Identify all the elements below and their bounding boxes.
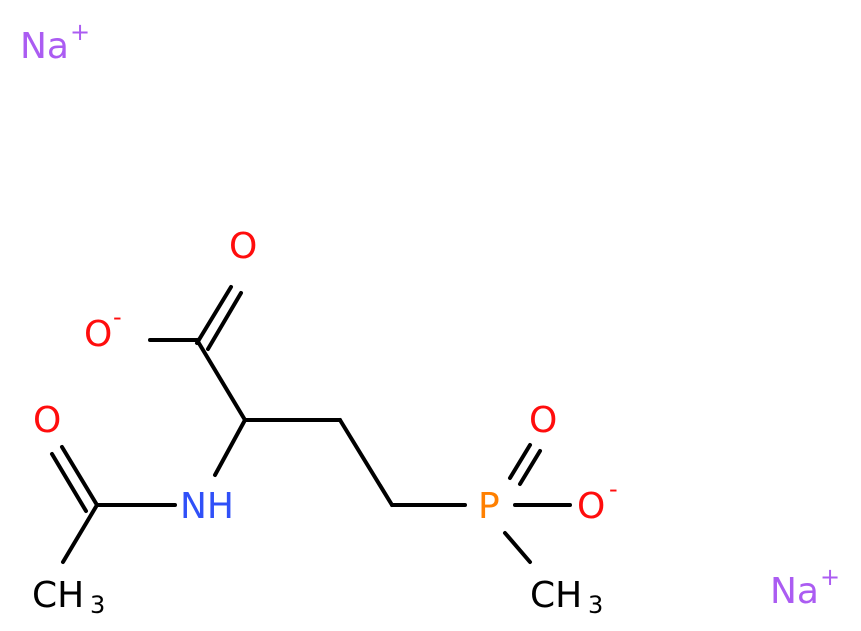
bond-amide-double-2 <box>50 452 88 513</box>
nitrogen-nh-label: NH <box>180 486 234 527</box>
methyl-p-label: CH <box>530 575 582 616</box>
sodium-charge-bottom: + <box>820 563 840 591</box>
phosphorus-label: P <box>478 486 500 527</box>
oxygen-phosphinate-charge: - <box>609 475 618 503</box>
oxygen-carboxylate-label: O <box>84 314 112 355</box>
oxygen-carboxylate-charge: - <box>113 303 122 331</box>
oxygen-phosphinyl-label: O <box>529 400 557 441</box>
methyl-p-subscript: 3 <box>588 591 603 619</box>
oxygen-carbonyl-label: O <box>229 226 257 267</box>
bond-acyl-ch3 <box>61 503 99 564</box>
bond-ch2-ch2 <box>338 418 394 507</box>
bond-p-o-double-1 <box>508 443 532 480</box>
bond-c-o-double-2 <box>206 291 243 351</box>
oxygen-amide-label: O <box>33 400 61 441</box>
bond-amide-double-1 <box>60 445 99 507</box>
methyl-acetyl-subscript: 3 <box>90 591 105 619</box>
bond-p-ch3 <box>503 531 532 564</box>
methyl-acetyl-label: CH <box>32 575 84 616</box>
bond-carboxyl-alpha <box>195 338 247 422</box>
sodium-label-bottom: Na <box>770 571 819 612</box>
sodium-charge-top: + <box>70 18 90 46</box>
bonds <box>50 285 572 564</box>
bond-p-o-double-2 <box>518 449 542 486</box>
oxygen-phosphinate-label: O <box>577 486 605 527</box>
atom-labels: Na + Na + O O - O NH CH 3 P O O - CH 3 <box>20 18 840 619</box>
sodium-label-top: Na <box>20 26 69 67</box>
bond-alpha-n <box>213 418 247 477</box>
bond-c-o-double-1 <box>195 285 233 345</box>
